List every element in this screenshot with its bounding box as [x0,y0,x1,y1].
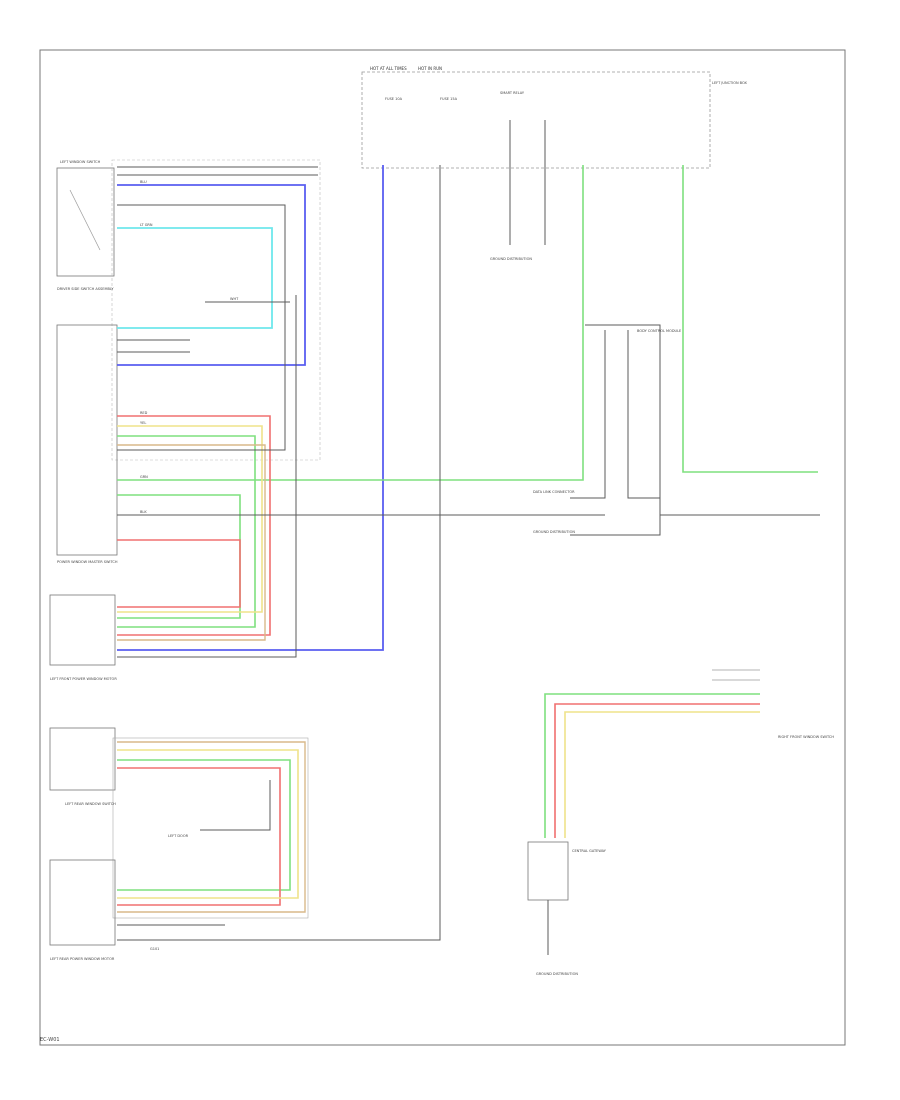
power-window-master-switch: POWER WINDOW MASTER SWITCH [56,324,118,564]
fuse-box-hot-label: HOT AT ALL TIMES [370,66,407,71]
smart-relay-label: SMART RELAY [500,91,525,95]
wire-red [117,415,760,906]
left-rear-switch-label: LEFT REAR WINDOW SWITCH [65,802,116,806]
wire-green [117,165,818,891]
ground-top-label: GROUND DISTRIBUTION [490,257,532,261]
fuse-box: HOT AT ALL TIMES HOT IN RUN FUSE 10A FUS… [361,66,748,169]
gnd-label: G101 [150,947,159,951]
junction-box-label: LEFT JUNCTION BOX [712,81,748,85]
data-link-label: DATA LINK CONNECTOR [533,490,575,494]
switch-assembly-label: DRIVER SIDE SWITCH ASSEMBLY [57,287,114,291]
body-control-label: BODY CONTROL MODULE [637,329,681,333]
fuse-box-run-label: HOT IN RUN [418,66,442,71]
left-door-label: LEFT DOOR [168,834,189,838]
left-front-motor: LEFT FRONT POWER WINDOW MOTOR [49,594,117,681]
left-rear-motor: LEFT REAR POWER WINDOW MOTOR [49,859,116,961]
wire-blue [117,165,384,651]
page-code: EC-W01 [40,1037,60,1043]
wire-tan [117,444,306,913]
left-front-motor-label: LEFT FRONT POWER WINDOW MOTOR [50,677,117,681]
wire-yellow [117,425,760,899]
wire-cyan [117,227,273,329]
left-rear-motor-label: LEFT REAR POWER WINDOW MOTOR [50,957,115,961]
window-switch-top: LEFT WINDOW SWITCH DRIVER SIDE SWITCH AS… [56,159,321,461]
master-switch-label: POWER WINDOW MASTER SWITCH [57,560,118,564]
right-front-switch-label: RIGHT FRONT WINDOW SWITCH [778,735,834,739]
fuse-a-label: FUSE 10A [385,97,403,101]
wire-tag-blk: BLK [140,510,147,514]
ground-bottom-label: GROUND DISTRIBUTION [536,972,578,976]
window-switch-top-label: LEFT WINDOW SWITCH [60,160,101,164]
wire-tag-blu: BLU [140,180,147,184]
wire-tag-wht: WHT [230,297,239,301]
ground-mid-label: GROUND DISTRIBUTION [533,530,575,534]
wire-tag-lt-grn: LT GRN [140,223,153,227]
diagram-frame [39,49,846,1046]
fuse-b-label: FUSE 15A [440,97,458,101]
left-rear-switch: LEFT REAR WINDOW SWITCH LEFT DOOR [49,727,309,919]
wire-dark [117,120,820,955]
wire-gray [69,189,760,681]
central-gateway: CENTRAL GATEWAY RIGHT FRONT WINDOW SWITC… [150,257,834,976]
central-gateway-label: CENTRAL GATEWAY [572,849,607,853]
wire-tag-yel: YEL [140,421,146,425]
wire-tag-red: RED [140,411,148,415]
wire-tag-grn: GRN [140,475,148,479]
